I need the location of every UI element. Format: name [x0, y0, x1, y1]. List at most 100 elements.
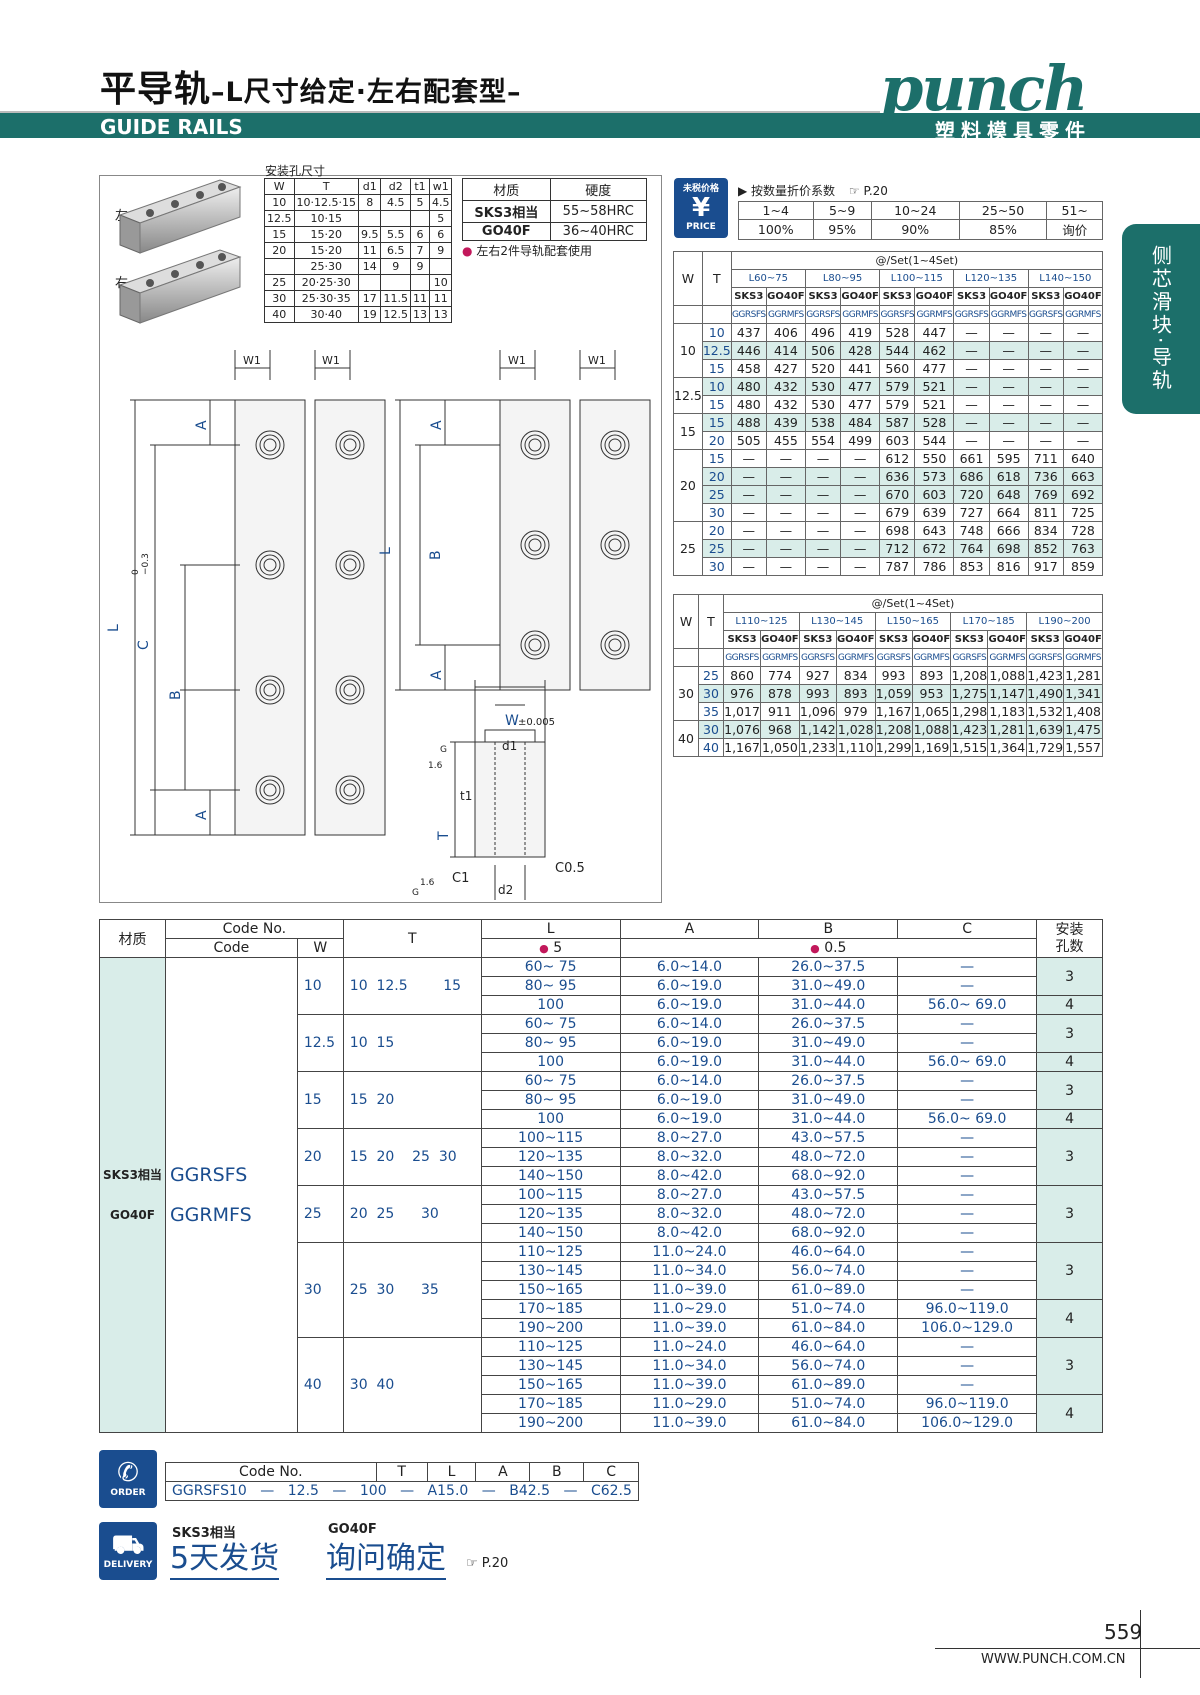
price-W: 40: [673, 720, 699, 757]
discount-ref[interactable]: P.20: [863, 184, 888, 198]
L-cell: 140~150: [480, 1166, 621, 1186]
price-cell: 1,557: [1063, 738, 1103, 757]
A-cell: 11.0~29.0: [619, 1299, 760, 1319]
footer-hline: [935, 1648, 1200, 1649]
code-col: GGRMFS: [1062, 305, 1104, 324]
price-cell: —: [840, 521, 881, 540]
mount-hole: [528, 638, 542, 652]
A-cell: 11.0~34.0: [619, 1261, 760, 1281]
L-cell: 130~145: [480, 1261, 621, 1281]
price-cell: 1,050: [760, 738, 800, 757]
price-cell: 670: [879, 485, 916, 504]
price-cell: —: [1062, 323, 1104, 342]
C-cell: —: [897, 1185, 1038, 1205]
price-cell: 834: [1027, 521, 1064, 540]
hole-cell: 25·30·35: [293, 290, 359, 307]
hole-cell: [428, 258, 453, 275]
price-cell: 643: [914, 521, 955, 540]
price-cell: 639: [914, 503, 955, 522]
increment-icon: ●: [810, 942, 820, 955]
price-cell: 1,532: [1026, 702, 1065, 721]
price-cell: 1,088: [911, 720, 952, 739]
side-tab[interactable]: 侧芯滑块·导轨: [1122, 224, 1200, 414]
C-cell: 56.0~ 69.0: [897, 995, 1038, 1015]
price-cell: —: [988, 413, 1029, 432]
mount-hole: [528, 438, 542, 452]
L-cell: 190~200: [480, 1413, 621, 1433]
footer-url[interactable]: WWW.PUNCH.COM.CN: [981, 1652, 1126, 1667]
hole-cell: 6: [428, 226, 453, 243]
material-col: SKS3: [953, 287, 990, 306]
mount-hole: [343, 683, 357, 697]
W-cell: 15: [296, 1071, 344, 1129]
price-cell: 521: [914, 395, 955, 414]
code-col: GGRSFS: [950, 648, 989, 667]
C-cell: —: [897, 1261, 1038, 1281]
price-cell: 1,028: [835, 720, 876, 739]
price-cell: —: [730, 503, 767, 522]
price-cell: —: [730, 467, 767, 486]
price-cell: 528: [914, 413, 955, 432]
hole-cell: 40: [264, 306, 295, 323]
holes-cell: 3: [1036, 957, 1103, 996]
code-col: GGRMFS: [914, 305, 955, 324]
price-cell: 1,408: [1063, 702, 1103, 721]
footer-vline: [1140, 1610, 1141, 1678]
A-cell: 6.0~19.0: [619, 976, 760, 996]
holes-cell: 3: [1036, 1071, 1103, 1110]
delivery-ref[interactable]: ☞ P.20: [466, 1556, 509, 1571]
C-cell: —: [897, 1223, 1038, 1243]
hole-cell: 11: [428, 290, 453, 307]
price-cell: 1,110: [835, 738, 876, 757]
hardness-2: 36~40HRC: [549, 222, 648, 241]
hole-cell: [264, 258, 295, 275]
C-cell: —: [897, 1280, 1038, 1300]
B-cell: 26.0~37.5: [758, 1071, 899, 1091]
hole-th: w1: [428, 178, 453, 195]
page-number: 559: [1104, 1620, 1143, 1644]
price-T: 30: [698, 720, 724, 739]
price-cell: 1,065: [911, 702, 952, 721]
price-badge: 未税价格¥PRICE: [674, 178, 728, 238]
L-cell: 100~115: [480, 1185, 621, 1205]
mount-hole: [259, 779, 281, 801]
mh-W: W: [296, 938, 344, 958]
price-cell: 1,423: [950, 720, 989, 739]
dim-d1: d1: [502, 739, 517, 753]
order-value: GGRSFS10: [172, 1483, 247, 1499]
price-cell: —: [730, 539, 767, 558]
delivery-mat1: SKS3相当: [172, 1526, 236, 1541]
order-header: T: [375, 1462, 428, 1482]
price-cell: 640: [1062, 449, 1104, 468]
L-cell: 170~185: [480, 1299, 621, 1319]
price-T: 30: [701, 557, 732, 576]
hole-cell: [357, 274, 382, 291]
price-cell: 953: [911, 684, 952, 703]
mount-hole: [263, 438, 277, 452]
price-cell: 763: [1062, 539, 1104, 558]
mount-hole: [524, 534, 546, 556]
mount-hole: [608, 538, 622, 552]
W-cell: 10: [296, 957, 344, 1015]
mount-hole: [339, 434, 361, 456]
price-cell: —: [1062, 377, 1104, 396]
C-cell: —: [897, 1375, 1038, 1395]
price-cell: 1,059: [874, 684, 913, 703]
order-header: Code No.: [165, 1462, 377, 1482]
mount-hole: [255, 675, 285, 705]
L-cell: 80~ 95: [480, 1090, 621, 1110]
yen-icon: ¥: [691, 193, 711, 223]
price-cell: —: [1062, 413, 1104, 432]
price-cell: 521: [914, 377, 955, 396]
price-cell: —: [804, 557, 842, 576]
material-col: GO40F: [1063, 630, 1103, 649]
